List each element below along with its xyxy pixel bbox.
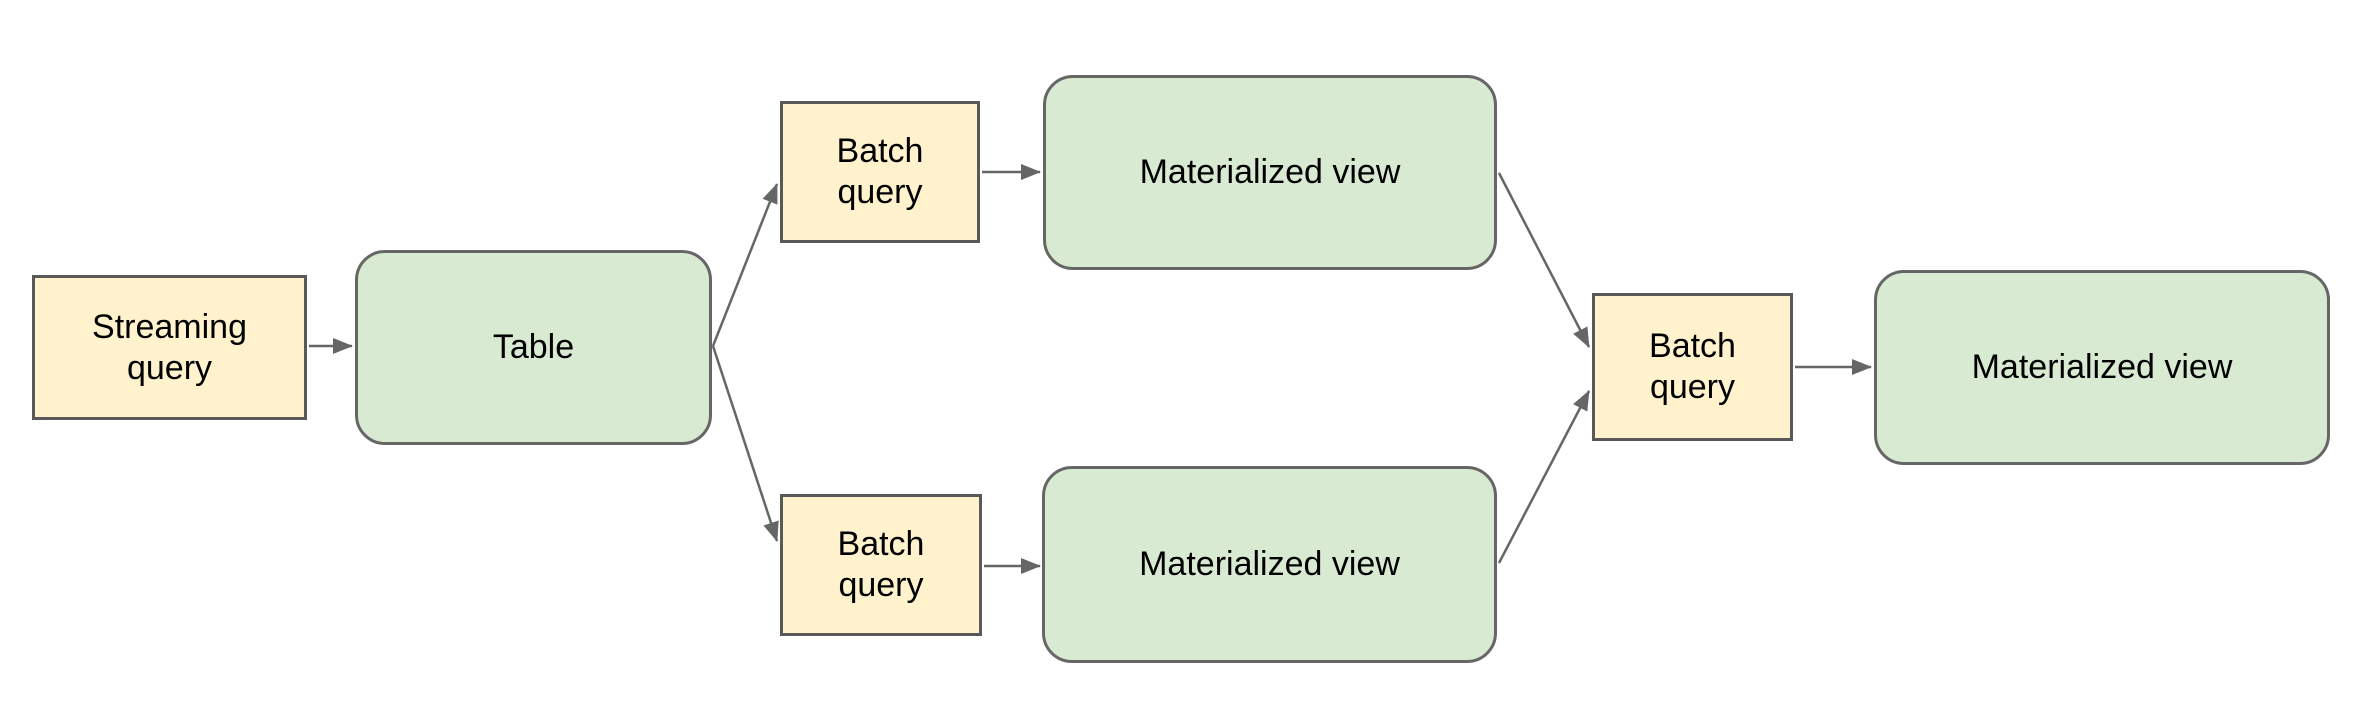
- streaming-query-node: Streaming query: [32, 275, 307, 420]
- edge-table-to-batch-query-bottom: [711, 345, 779, 542]
- batch-query-right-node: Batch query: [1592, 293, 1793, 441]
- table-node: Table: [355, 250, 712, 445]
- edge-table-to-batch-query-top: [711, 183, 779, 347]
- materialized-view-right-node: Materialized view: [1874, 270, 2330, 465]
- edge-mv-bottom-to-batch-query-right: [1497, 390, 1591, 564]
- materialized-view-top-node: Materialized view: [1043, 75, 1497, 270]
- edge-mv-top-to-batch-query-right: [1497, 172, 1591, 348]
- batch-query-top-node: Batch query: [780, 101, 980, 243]
- materialized-view-bottom-node: Materialized view: [1042, 466, 1497, 663]
- batch-query-bottom-node: Batch query: [780, 494, 982, 636]
